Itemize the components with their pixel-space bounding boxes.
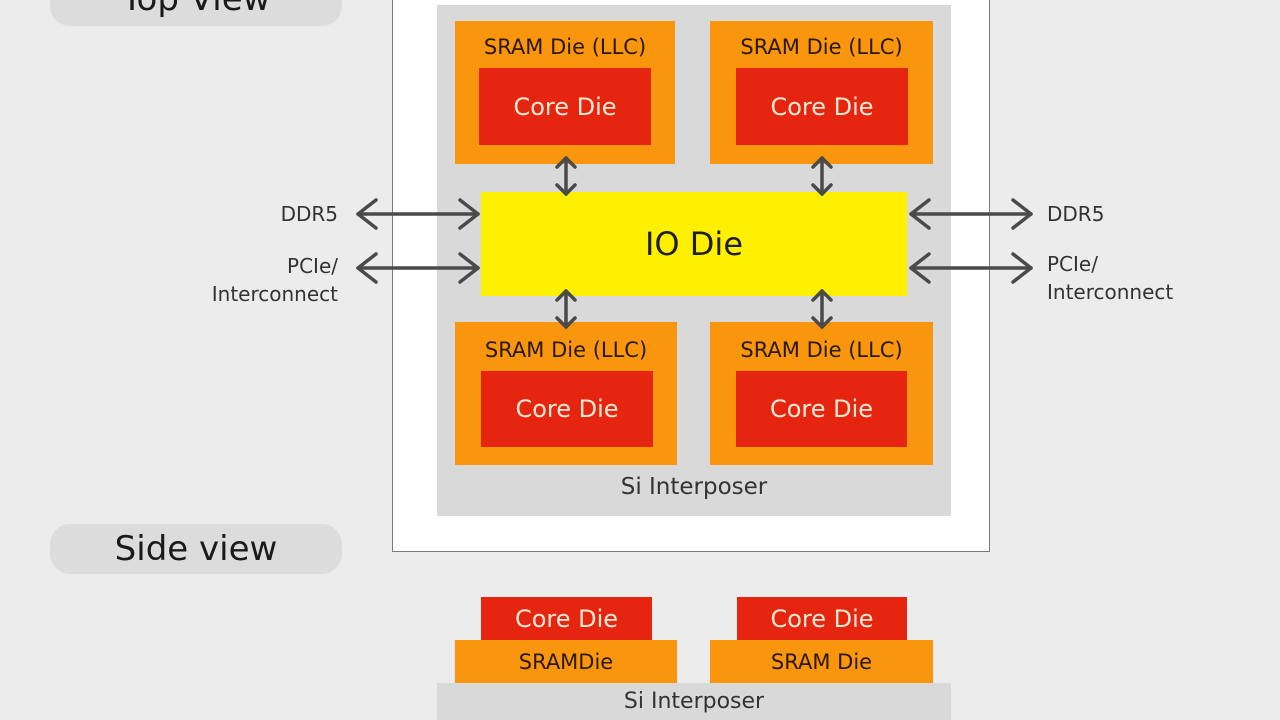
core-die-bottom-right: Core Die xyxy=(736,371,907,447)
ddr5-arrow-right-icon xyxy=(909,198,1033,230)
sram-die-label: SRAM Die (LLC) xyxy=(740,338,903,362)
ddr5-label-right: DDR5 xyxy=(1047,202,1105,226)
si-interposer-top-label: Si Interposer xyxy=(620,474,768,500)
pcie-arrow-left-icon xyxy=(356,252,480,284)
sram-die-label: SRAM Die (LLC) xyxy=(483,35,647,59)
side-view-label: Side view xyxy=(50,524,342,574)
core-die-top-right: Core Die xyxy=(736,68,908,145)
side-sram-die-right: SRAM Die xyxy=(710,640,933,683)
pcie-label-right: PCIe/ Interconnect xyxy=(1047,252,1174,304)
side-core-die-left: Core Die xyxy=(481,597,652,640)
core-io-arrow-bottom-right-icon xyxy=(811,289,833,329)
core-die-top-left: Core Die xyxy=(479,68,651,145)
core-die-bottom-left: Core Die xyxy=(481,371,653,447)
ddr5-arrow-left-icon xyxy=(356,198,480,230)
top-view-label: Top View xyxy=(50,0,342,26)
core-io-arrow-top-left-icon xyxy=(555,156,577,196)
core-io-arrow-bottom-left-icon xyxy=(555,289,577,329)
side-core-die-right: Core Die xyxy=(737,597,907,640)
ddr5-label-left: DDR5 xyxy=(280,202,338,226)
core-io-arrow-top-right-icon xyxy=(811,156,833,196)
sram-die-label: SRAM Die (LLC) xyxy=(484,338,648,362)
io-die: IO Die xyxy=(481,192,907,296)
pcie-label-left: PCIe/ Interconnect xyxy=(211,254,338,306)
side-sram-die-left: SRAMDie xyxy=(455,640,677,683)
sram-die-label: SRAM Die (LLC) xyxy=(740,35,903,59)
side-si-interposer: Si Interposer xyxy=(437,683,951,720)
pcie-arrow-right-icon xyxy=(909,252,1033,284)
